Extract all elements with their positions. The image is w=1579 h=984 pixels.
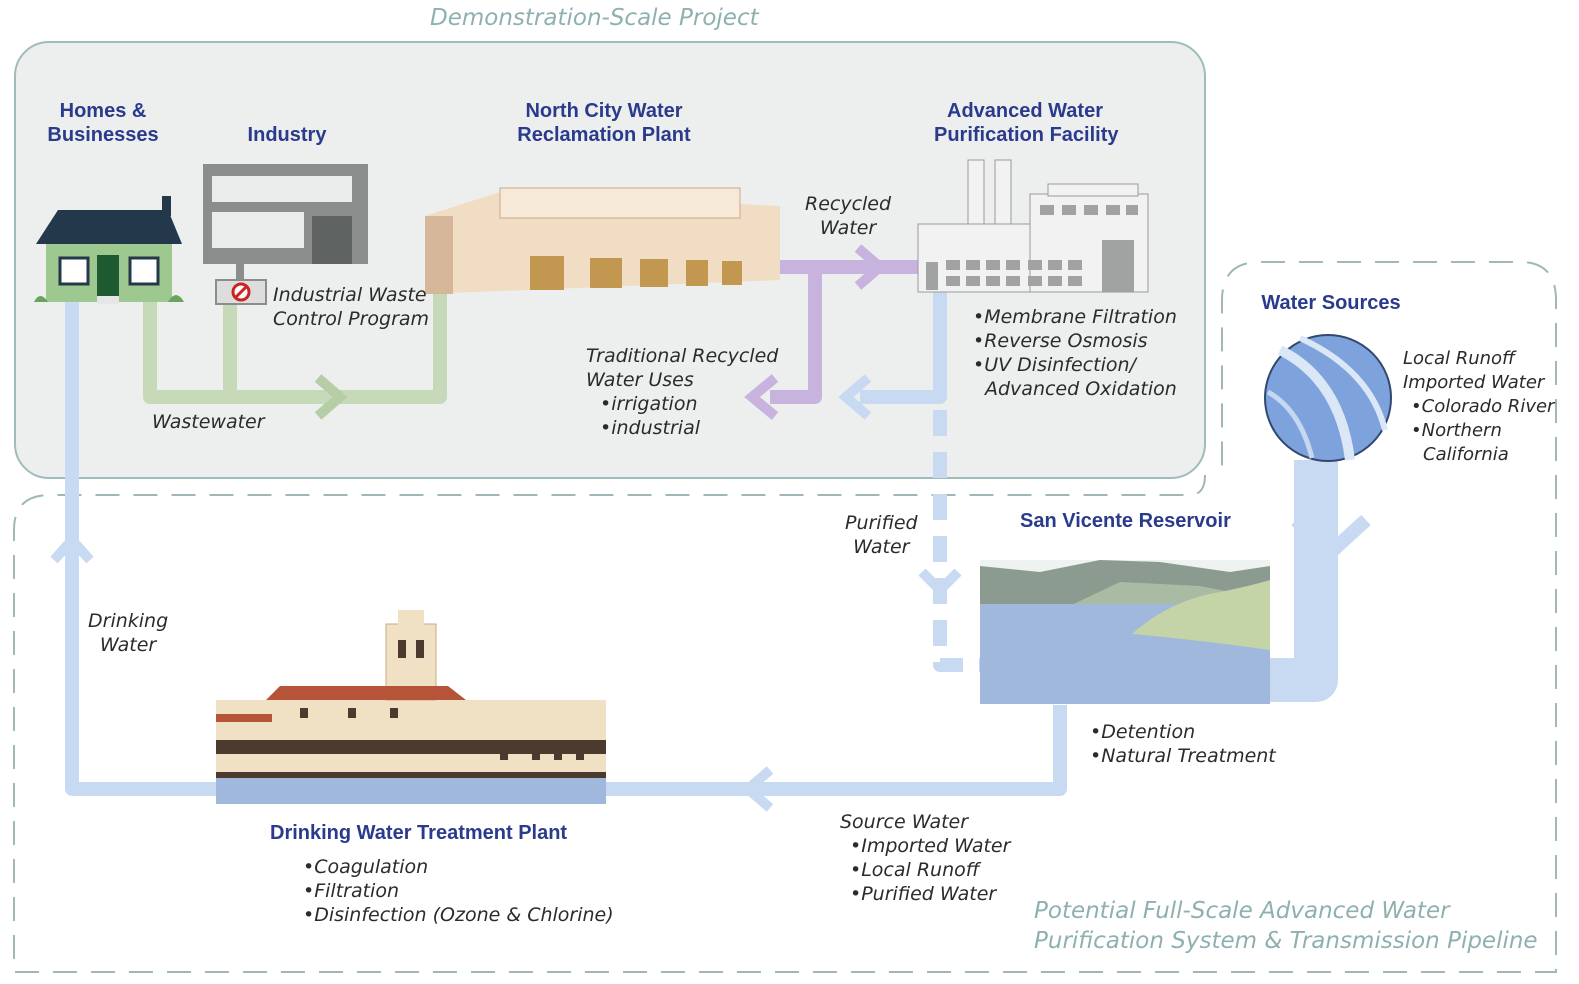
north-city-title: North City Water Reclamation Plant	[517, 100, 691, 146]
demonstration-zone-label: Demonstration-Scale Project	[430, 5, 759, 31]
wastewater-pipes	[143, 292, 447, 404]
industrial-waste-label: Industrial Waste Control Program	[273, 284, 430, 330]
recycled-water-arrow	[854, 244, 888, 290]
purified-water-label: Purified Water	[845, 512, 918, 558]
wastewater-label: Wastewater	[152, 411, 265, 433]
water-sources-globe-illustration	[1264, 334, 1392, 462]
recycled-water-label: Recycled Water	[805, 193, 892, 239]
full-scale-zone-border	[13, 261, 1557, 973]
awpf-process-list: Membrane Filtration Reverse Osmosis UV D…	[973, 305, 1177, 401]
reservoir-process-list: Detention Natural Treatment	[1090, 720, 1276, 768]
awpf-building-illustration	[917, 159, 1149, 293]
north-city-plant-illustration	[425, 187, 780, 294]
dwtp-building-illustration	[216, 610, 606, 804]
water-sources-list: Local Runoff Imported Water Colorado Riv…	[1403, 347, 1554, 467]
traditional-recycled-label: Traditional Recycled Water Uses irrigati…	[586, 344, 778, 440]
purified-to-traditional-arrow	[838, 374, 872, 420]
san-vicente-title: San Vicente Reservoir	[1020, 510, 1231, 532]
industry-title: Industry	[247, 124, 327, 146]
drinking-water-pipes	[65, 300, 1067, 796]
industry-building-illustration	[203, 164, 368, 305]
dwtp-title: Drinking Water Treatment Plant	[270, 822, 568, 844]
purified-down-arrow	[918, 568, 962, 598]
wastewater-arrow	[314, 374, 348, 420]
purified-water-pipes	[860, 292, 980, 672]
drinking-water-label: Drinking Water	[88, 610, 169, 656]
reservoir-illustration	[980, 560, 1270, 704]
source-water-arrow	[740, 766, 774, 812]
full-scale-zone-label: Potential Full-Scale Advanced Water Puri…	[1034, 898, 1538, 954]
source-water-list: Source Water Imported Water Local Runoff…	[840, 810, 1010, 906]
house-illustration	[34, 196, 184, 304]
awpf-title: Advanced Water Purification Facility	[934, 100, 1119, 146]
water-sources-arrow	[1291, 514, 1371, 562]
dwtp-process-list: Coagulation Filtration Disinfection (Ozo…	[303, 855, 613, 927]
water-sources-flow	[1268, 460, 1338, 702]
water-sources-title: Water Sources	[1261, 292, 1401, 314]
drinking-water-arrow	[50, 532, 94, 564]
homes-businesses-title: Homes & Businesses	[47, 100, 159, 146]
recycled-water-pipes	[770, 260, 920, 404]
